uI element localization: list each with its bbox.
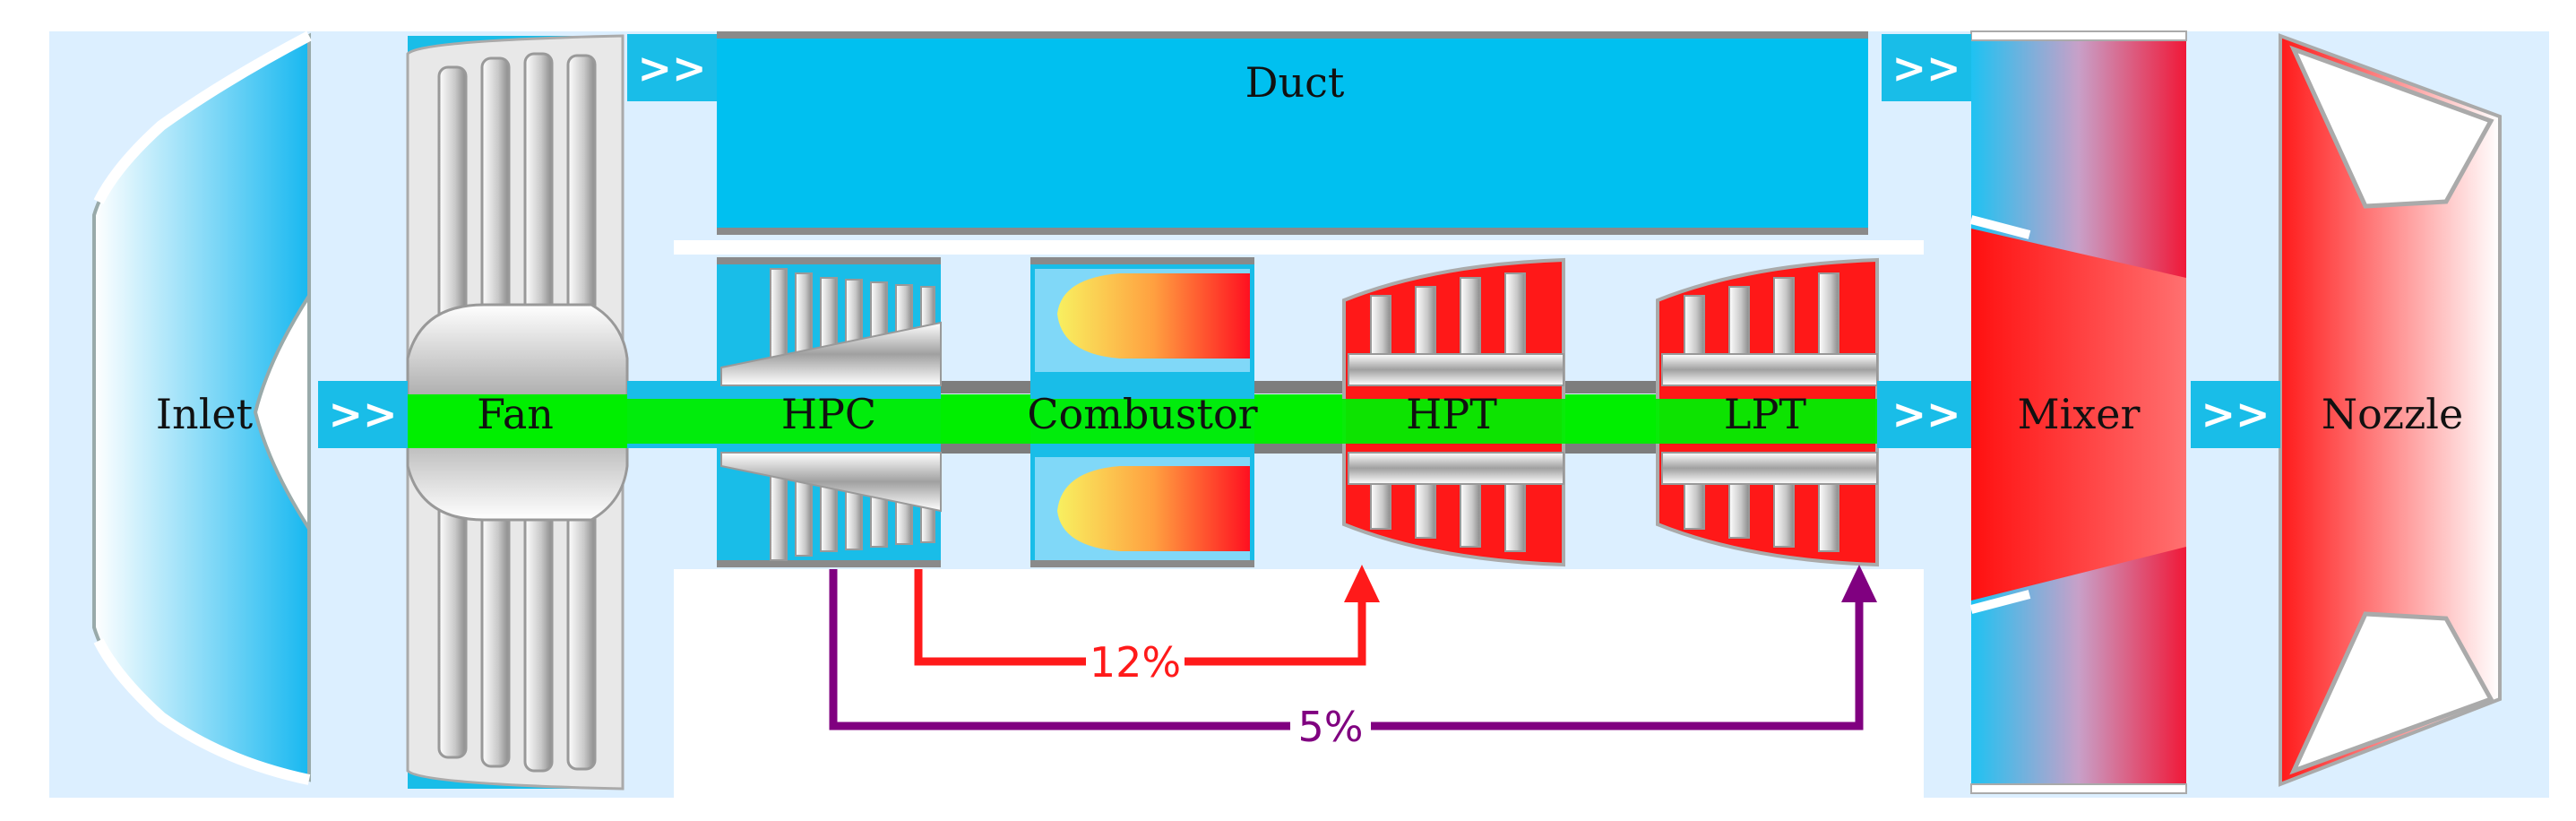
flow-arrow-duct-out [1882, 34, 1971, 101]
flow-arrow-mixer-nozzle [2191, 381, 2280, 448]
fan-label: Fan [477, 390, 554, 438]
flow-arrow-inlet-fan [318, 381, 408, 448]
combustor-label: Combustor [1027, 390, 1257, 438]
shaft-overlay [408, 399, 1877, 444]
duct: Duct [717, 31, 1868, 235]
nozzle: Nozzle [2279, 33, 2502, 787]
flow-arrow-glyph: >> [637, 44, 706, 92]
lpt-label: LPT [1724, 390, 1806, 438]
bleed-5: 5% [829, 565, 1877, 751]
flow-arrow-lpt-mixer [1877, 381, 1971, 448]
bleed-5-label: 5% [1298, 703, 1364, 751]
flow-arrows: >> >> >> >> >> [318, 34, 2280, 448]
flow-arrow-glyph: >> [1891, 44, 1960, 92]
mixer: Mixer [1969, 30, 2187, 794]
bleed-12-label: 12% [1090, 638, 1181, 687]
bleed-12: 12% [914, 565, 1380, 687]
hpt-label: HPT [1406, 390, 1497, 438]
flow-arrow-glyph: >> [1891, 390, 1960, 438]
hpc-label: HPC [781, 390, 876, 438]
shaft-core-gray [717, 381, 1868, 393]
flow-arrow-duct-in [627, 34, 717, 101]
inlet: Inlet [92, 30, 312, 785]
nozzle-label: Nozzle [2322, 390, 2463, 438]
flow-arrow-glyph: >> [328, 390, 397, 438]
inlet-label: Inlet [156, 390, 254, 438]
shaft-core-gray-lower [717, 441, 1868, 454]
flow-arrow-glyph: >> [2201, 390, 2270, 438]
duct-label: Duct [1245, 58, 1345, 107]
splitter-line [674, 240, 1924, 255]
mixer-label: Mixer [2018, 390, 2141, 438]
